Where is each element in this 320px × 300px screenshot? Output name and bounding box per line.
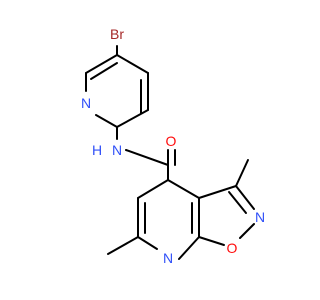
amide-nitrogen-label: N xyxy=(112,142,122,158)
bond xyxy=(125,149,169,166)
bond xyxy=(95,114,118,128)
bond xyxy=(107,236,139,255)
fused-pyridine-nitrogen-label: N xyxy=(163,250,173,266)
pyridine-nitrogen-label: N xyxy=(81,95,91,111)
bond xyxy=(178,236,200,260)
bond xyxy=(198,185,237,199)
bond xyxy=(167,179,200,199)
bond xyxy=(116,109,149,128)
bond xyxy=(85,54,118,74)
bond xyxy=(198,236,225,246)
bond-lines xyxy=(85,45,255,260)
molecule-canvas: Br N N H O N O N xyxy=(81,26,265,266)
carbonyl-oxygen-label: O xyxy=(166,133,177,149)
bond xyxy=(137,179,169,199)
bond xyxy=(235,159,249,187)
bond xyxy=(228,191,247,214)
bond xyxy=(235,185,255,210)
isoxazole-oxygen-label: O xyxy=(227,240,238,256)
bond xyxy=(90,62,118,80)
amide-hydrogen-label: H xyxy=(92,142,102,158)
bond xyxy=(116,54,149,74)
bromine-atom-label: Br xyxy=(110,26,124,42)
bond xyxy=(137,236,158,250)
isoxazole-nitrogen-label: N xyxy=(255,209,265,225)
structure-diagram: Br N N H O N O N xyxy=(81,26,265,266)
bond xyxy=(239,223,255,239)
